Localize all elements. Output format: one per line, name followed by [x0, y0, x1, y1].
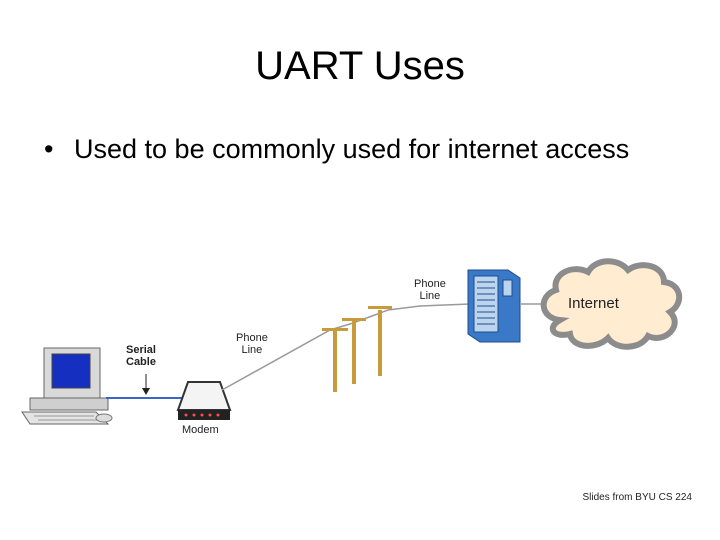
computer-icon: [21, 347, 113, 425]
modem-label: Modem: [182, 424, 219, 436]
network-diagram: Serial Cable Phone Line Phone Line Modem…: [0, 240, 720, 450]
bullet-text: Used to be commonly used for internet ac…: [74, 134, 630, 164]
serial-cable-arrowhead: [142, 388, 150, 395]
phone-line-label-left-text: Phone Line: [236, 332, 268, 356]
telephone-pole-icon: [322, 306, 392, 392]
bullet-icon: •: [44, 134, 54, 164]
phone-line-label-left: Phone Line: [236, 332, 268, 356]
modem-icon: [176, 381, 232, 420]
diagram-canvas: [21, 258, 682, 425]
internet-cloud-icon: [540, 258, 682, 350]
server-icon: [467, 269, 521, 343]
footer-credit: Slides from BYU CS 224: [582, 492, 693, 503]
bullet-item: • Used to be commonly used for internet a…: [44, 134, 629, 165]
serial-cable-label: Serial Cable: [126, 344, 156, 368]
slide-title: UART Uses: [255, 44, 465, 88]
phone-line-label-right-text: Phone Line: [414, 278, 446, 302]
serial-cable-label-text: Serial Cable: [126, 344, 156, 368]
phone-line-label-right: Phone Line: [414, 278, 446, 302]
internet-label: Internet: [568, 295, 619, 312]
